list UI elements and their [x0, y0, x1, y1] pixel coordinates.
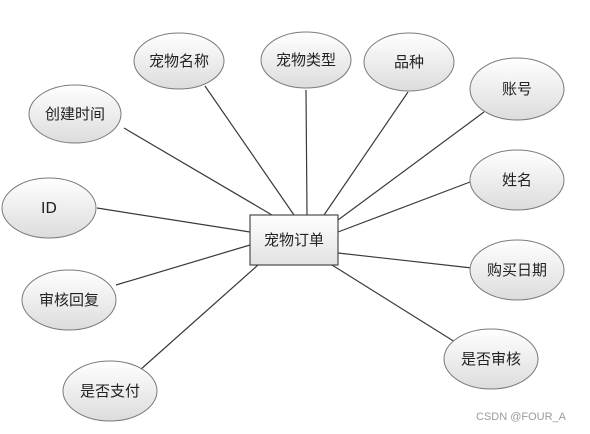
attribute-created-time: 创建时间	[28, 84, 122, 144]
attribute-id: ID	[1, 177, 97, 239]
attribute-account: 账号	[469, 57, 565, 121]
watermark: CSDN @FOUR_A	[476, 411, 567, 423]
attribute-ellipse	[260, 31, 352, 89]
attribute-ellipse	[1, 177, 97, 239]
attribute-purchase-date: 购买日期	[469, 239, 565, 301]
attribute-label: 创建时间	[45, 105, 105, 123]
attribute-name: 姓名	[469, 149, 565, 211]
attribute-ellipse	[62, 360, 158, 422]
edge-account	[337, 111, 485, 221]
attribute-ellipse	[28, 84, 122, 144]
attribute-label: 宠物名称	[149, 52, 209, 70]
edge-purchase-date	[337, 252, 473, 269]
attribute-ellipse	[469, 239, 565, 301]
entity-label: 宠物订单	[264, 231, 324, 249]
edge-review-reply	[115, 244, 251, 286]
attribute-label: 姓名	[502, 171, 532, 189]
edge-breed	[323, 91, 409, 216]
edge-paid	[139, 264, 259, 371]
attribute-review-reply: 审核回复	[21, 269, 117, 331]
attribute-label: 购买日期	[487, 261, 547, 279]
edge-created-time	[123, 127, 273, 216]
attribute-breed: 品种	[363, 32, 455, 92]
attribute-paid: 是否支付	[62, 360, 158, 422]
attribute-reviewed: 是否审核	[443, 328, 539, 390]
edge-reviewed	[331, 264, 456, 343]
attribute-ellipse	[21, 269, 117, 331]
attribute-ellipse	[133, 32, 225, 90]
attribute-pet-name: 宠物名称	[133, 32, 225, 90]
entity-pet-order: 宠物订单	[249, 214, 339, 266]
attribute-ellipse	[363, 32, 455, 92]
edges	[96, 85, 485, 371]
edge-id	[96, 207, 251, 233]
attribute-ellipse	[469, 149, 565, 211]
attribute-label: ID	[41, 199, 57, 217]
attribute-ellipse	[469, 57, 565, 121]
edge-pet-name	[204, 85, 295, 216]
attribute-label: 账号	[502, 80, 532, 98]
edge-pet-type	[305, 89, 308, 216]
edge-name	[337, 181, 471, 233]
attribute-label: 品种	[394, 53, 424, 71]
attribute-pet-type: 宠物类型	[260, 31, 352, 89]
attribute-label: 是否支付	[80, 382, 140, 400]
attribute-label: 审核回复	[39, 291, 99, 309]
attribute-label: 宠物类型	[276, 51, 336, 69]
entity-box	[249, 214, 339, 266]
attribute-label: 是否审核	[461, 350, 521, 368]
attribute-ellipse	[443, 328, 539, 390]
